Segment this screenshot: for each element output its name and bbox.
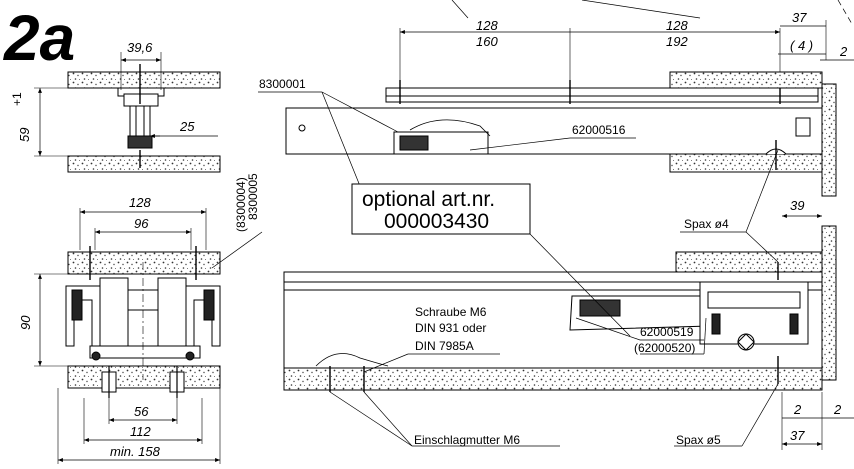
lower-bottom-panel [283, 367, 823, 391]
screw-label-2: DIN 931 oder [415, 321, 486, 335]
dim-56: 56 [134, 404, 149, 419]
side-view [34, 52, 221, 173]
dim-90: 90 [18, 315, 33, 330]
screw-label-1: Schraube M6 [415, 305, 487, 319]
dim-2-bottom-b: 2 [833, 402, 842, 417]
nut-label: Einschlagmutter M6 [414, 433, 520, 447]
dim-39: 39 [790, 198, 804, 213]
clip-left [99, 277, 129, 351]
part-62000516: 62000516 [572, 123, 626, 137]
lower-top-panel [675, 251, 823, 273]
dim-4: ( 4 ) [790, 38, 813, 53]
top-rail [385, 87, 819, 103]
dim-96: 96 [134, 216, 149, 231]
part-62000519: 62000519 [640, 325, 694, 339]
part-8300005: 8300005 [246, 173, 260, 220]
dim-59: 59 [17, 128, 32, 142]
dim-59-tolerance: +1 [10, 92, 24, 106]
optional-article-number: 000003430 [384, 210, 489, 233]
lower-panel [67, 155, 221, 173]
upper-bottom-panel [669, 153, 823, 173]
bracket-right [185, 285, 221, 347]
optional-label: optional art.nr. [362, 188, 495, 211]
lower-panel-front [67, 365, 221, 389]
dim-min-158: min. 158 [110, 444, 161, 459]
upper-top-panel [669, 71, 823, 89]
front-view [34, 208, 221, 464]
drawer-side-upper [285, 107, 823, 155]
spax-5-label: Spax ø5 [676, 433, 721, 447]
dim-160: 160 [476, 34, 498, 49]
dim-2-top: 2 [839, 44, 848, 59]
wall-lower [821, 225, 837, 381]
screw-label-3: DIN 7985A [415, 339, 474, 353]
runner-wheel [127, 135, 153, 149]
dim-128-top-a: 128 [476, 18, 498, 33]
part-8300001: 8300001 [259, 77, 306, 91]
spax-4-label: Spax ø4 [684, 217, 729, 231]
dim-2-bottom-a: 2 [793, 402, 802, 417]
dim-39-6: 39,6 [127, 40, 153, 55]
part-8300004: (8300004) [234, 177, 248, 232]
part-62000520: (62000520) [634, 341, 695, 355]
dim-37-top: 37 [792, 10, 807, 25]
upper-panel-front [67, 251, 221, 275]
optional-callout-box [351, 183, 531, 235]
upper-drawer-view [258, 0, 854, 218]
dim-112: 112 [130, 424, 151, 439]
dim-25: 25 [179, 119, 195, 134]
dim-192: 192 [666, 34, 688, 49]
lower-drawer-view [283, 149, 854, 450]
dim-128-front: 128 [129, 195, 151, 210]
dim-128-top-b: 128 [666, 18, 688, 33]
dim-37-bottom: 37 [790, 428, 805, 443]
figure-label: 2a [3, 2, 75, 74]
clip-right [157, 277, 187, 351]
bracket-left [65, 285, 101, 347]
upper-panel [67, 71, 221, 89]
wall-upper [821, 83, 837, 197]
